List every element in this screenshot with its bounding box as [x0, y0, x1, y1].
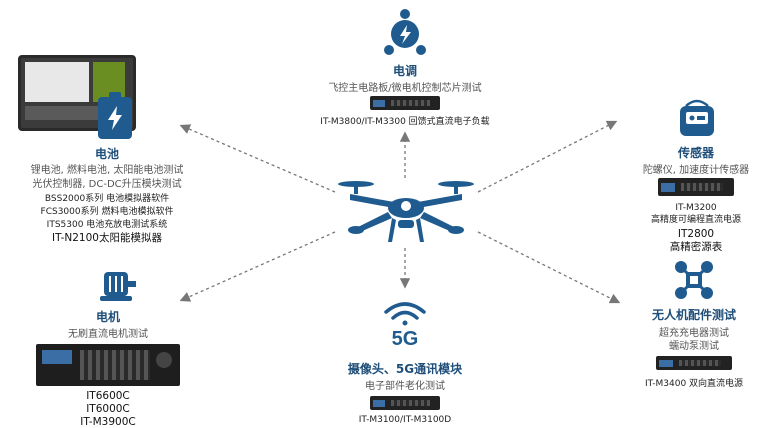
battery-item-2: FCS3000系列 燃料电池模拟软件 [40, 207, 174, 217]
parts-desc-2: 蠕动泵测试 [669, 341, 719, 352]
sensor-item-3: IT2800 [677, 228, 715, 240]
esc-item: IT-M3800/IT-M3300 回馈式直流电子负载 [320, 117, 490, 127]
motor-item-3: IT-M3900C [80, 416, 136, 428]
battery-section: 电池 锂电池, 燃料电池, 太阳能电池测试 光伏控制器, DC-DC升压模块测试… [8, 55, 206, 253]
parts-title: 无人机配件测试 [651, 308, 736, 322]
sensor-item-4: 高精密源表 [669, 241, 723, 253]
motor-device-image [36, 344, 180, 386]
esc-icon [384, 9, 426, 55]
battery-desc-1: 锂电池, 燃料电池, 太阳能电池测试 [30, 165, 184, 176]
sensor-icon [680, 99, 714, 136]
sensor-item-2: 高精度可编程直流电源 [650, 215, 741, 225]
motor-item-1: IT6600C [86, 390, 130, 402]
parts-desc-1: 超充充电器测试 [659, 328, 729, 339]
wifi-icon [384, 302, 426, 326]
arrow-to-sensor [477, 120, 618, 193]
motor-title: 电机 [95, 310, 120, 324]
esc-section: 电调 飞控主电路板/微电机控制芯片测试 IT-M3800/IT-M3300 回馈… [300, 8, 510, 132]
parts-section: 无人机配件测试 超充充电器测试 蠕动泵测试 IT-M3400 双向直流电源 [622, 260, 766, 396]
arrow-to-motor [179, 231, 336, 302]
esc-title: 电调 [392, 64, 417, 78]
sensor-title: 传感器 [677, 146, 714, 160]
battery-item-1: BSS2000系列 电池模拟器软件 [44, 194, 170, 204]
comm-5g-badge: 5G [391, 328, 419, 350]
comm-device-image [370, 396, 440, 410]
battery-item-4: IT-N2100太阳能模拟器 [52, 232, 162, 244]
battery-icon [98, 92, 132, 139]
battery-item-3: ITS5300 电池充放电测试系统 [46, 220, 168, 230]
parts-device-image [656, 356, 732, 370]
parts-item: IT-M3400 双向直流电源 [644, 379, 744, 389]
battery-desc-2: 光伏控制器, DC-DC升压模块测试 [32, 179, 182, 190]
drone-frame-icon [675, 261, 713, 299]
drone-icon [338, 181, 474, 242]
sensor-device-image [658, 178, 734, 196]
comm-section: 5G 摄像头、5G通讯模块 电子部件老化测试 IT-M3100/IT-M3100… [320, 300, 490, 425]
esc-desc: 飞控主电路板/微电机控制芯片测试 [328, 83, 482, 94]
motor-desc: 无刷直流电机测试 [68, 329, 148, 340]
comm-title: 摄像头、5G通讯模块 [347, 362, 463, 376]
arrow-to-parts [477, 231, 621, 304]
motor-item-2: IT6000C [86, 403, 130, 415]
esc-device-image [370, 96, 440, 110]
battery-title: 电池 [94, 147, 119, 161]
motor-icon [100, 272, 136, 301]
comm-desc: 电子部件老化测试 [365, 381, 445, 392]
sensor-item-1: IT-M3200 [675, 203, 717, 213]
arrow-to-battery [179, 124, 336, 193]
comm-item: IT-M3100/IT-M3100D [358, 415, 452, 425]
sensor-section: 传感器 陀螺仪, 加速度计传感器 IT-M3200 高精度可编程直流电源 IT2… [628, 98, 764, 258]
sensor-desc: 陀螺仪, 加速度计传感器 [642, 165, 750, 176]
motor-section: 电机 无刷直流电机测试 IT6600C IT6000C IT-M3900C [20, 268, 196, 428]
